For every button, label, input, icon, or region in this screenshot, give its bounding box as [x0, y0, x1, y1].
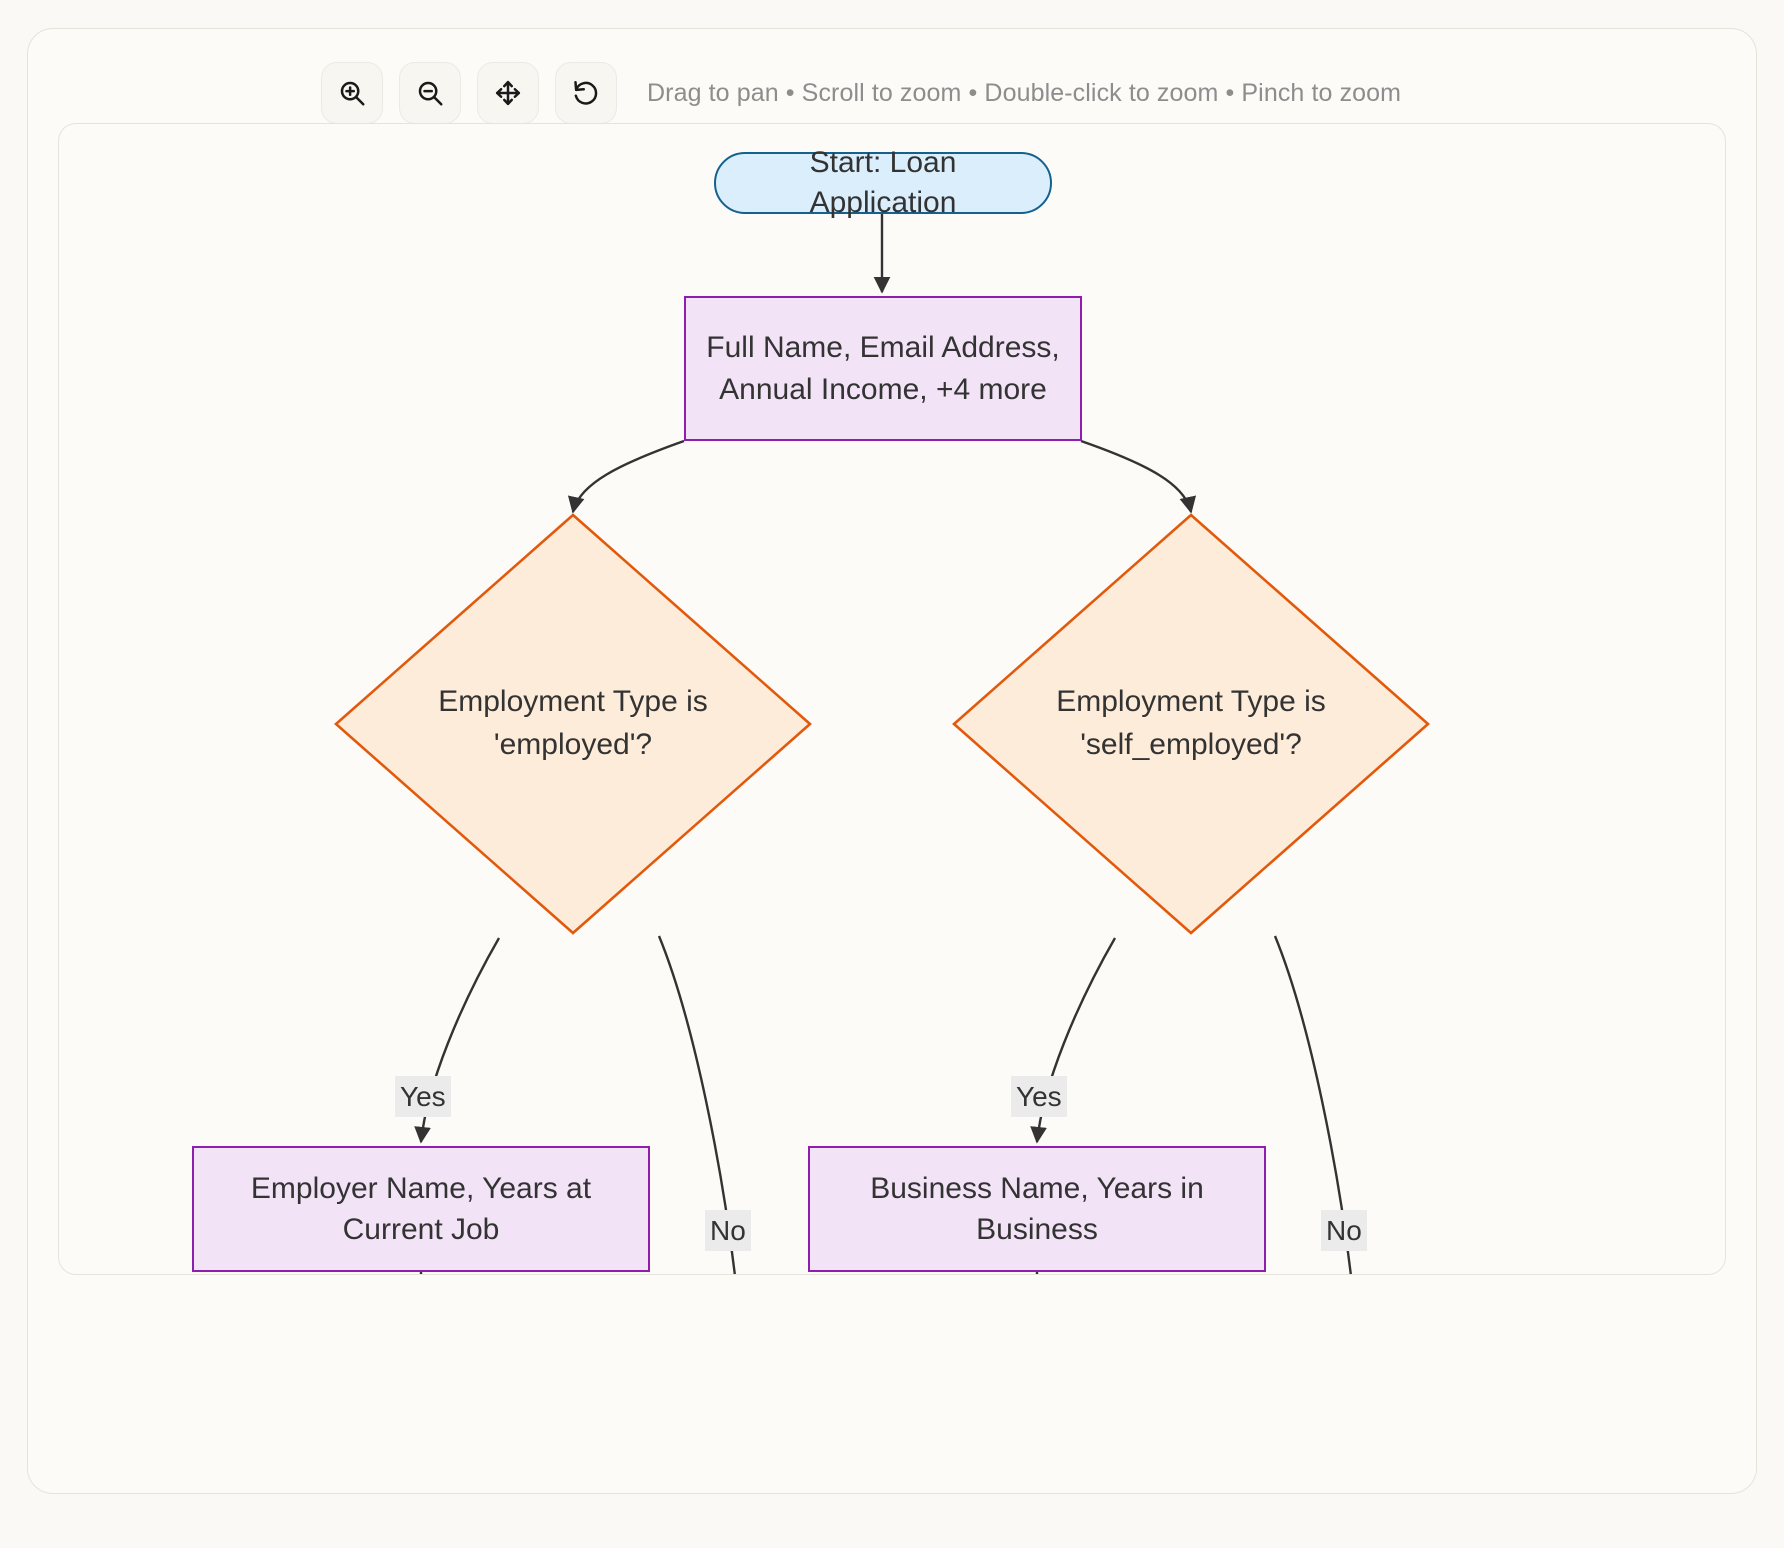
node-decision-self-employed[interactable]: Employment Type is 'self_employed'? — [951, 512, 1431, 936]
reset-rotate-icon — [571, 78, 601, 108]
diagram-panel: Drag to pan • Scroll to zoom • Double-cl… — [27, 28, 1757, 1494]
node-start-label: Start: Loan Application — [809, 146, 957, 219]
node-fields-main-line1: Full Name, Email Address, — [706, 331, 1060, 365]
edge-fields-to-self-employed — [1080, 439, 1197, 514]
edge-employed-yes — [414, 937, 501, 1144]
node-fields-employer-line2: Current Job — [342, 1213, 500, 1246]
interaction-hint: Drag to pan • Scroll to zoom • Double-cl… — [647, 78, 1402, 107]
edge-self-employed-yes — [1030, 937, 1117, 1144]
node-fields-employer[interactable]: Employer Name, Years at Current Job — [192, 1146, 650, 1272]
node-fields-main-line2: Annual Income, +4 more — [719, 372, 1047, 406]
node-start[interactable]: Start: Loan Application — [714, 146, 1052, 219]
pan-button[interactable] — [477, 62, 539, 124]
node-fields-business[interactable]: Business Name, Years in Business — [808, 1146, 1266, 1272]
edge-fields-to-employed — [567, 439, 685, 514]
diagram-toolbar: Drag to pan • Scroll to zoom • Double-cl… — [321, 61, 1401, 125]
reset-button[interactable] — [555, 62, 617, 124]
zoom-in-button[interactable] — [321, 62, 383, 124]
node-fields-business-line2: Business — [976, 1213, 1098, 1246]
node-decision-employed[interactable]: Employment Type is 'employed'? — [333, 512, 813, 936]
edge-label-employed-no: No — [705, 1210, 751, 1251]
node-fields-business-line1: Business Name, Years in — [870, 1171, 1204, 1205]
edge-label-employed-yes: Yes — [395, 1076, 451, 1117]
edge-label-self-employed-yes: Yes — [1011, 1076, 1067, 1117]
zoom-out-icon — [415, 78, 445, 108]
diagram-canvas[interactable]: Start: Loan Application Full Name, Email… — [58, 123, 1726, 1275]
diamond-shape-self-employed — [952, 513, 1430, 935]
node-fields-employer-line1: Employer Name, Years at — [250, 1171, 592, 1205]
diagram-content: Start: Loan Application Full Name, Email… — [59, 124, 1725, 1274]
move-arrows-icon — [493, 78, 523, 108]
zoom-in-icon — [337, 78, 367, 108]
diamond-shape-employed — [334, 513, 812, 935]
node-fields-main[interactable]: Full Name, Email Address, Annual Income,… — [684, 296, 1082, 441]
edge-label-self-employed-no: No — [1321, 1210, 1367, 1251]
zoom-out-button[interactable] — [399, 62, 461, 124]
